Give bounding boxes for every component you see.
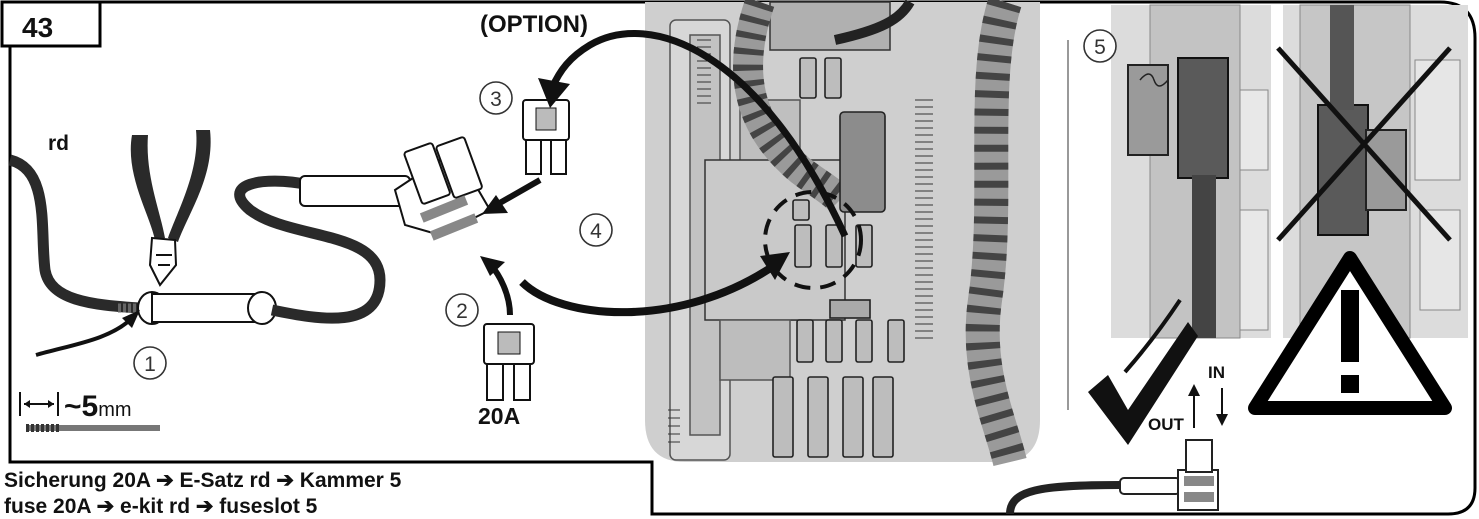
step-5: 5	[1084, 30, 1116, 62]
in-label: IN	[1208, 363, 1225, 382]
pliers-icon	[131, 130, 211, 285]
fuse-tap-holder	[300, 136, 490, 240]
butt-connector	[138, 292, 276, 324]
arrow-fuse3-into-holder	[482, 180, 540, 214]
instruction-en: fuse 20A ➔ e-kit rd ➔ fuseslot 5	[4, 496, 317, 518]
blade-fuse-option	[523, 100, 569, 174]
fuse-rating-label: 20A	[478, 403, 520, 429]
strip-length-label: ~5mm	[64, 390, 132, 423]
correct-orientation-panel	[1111, 5, 1271, 338]
wire-color-label: rd	[48, 132, 69, 155]
step-4: 4	[580, 214, 612, 246]
step-number: 43	[22, 12, 53, 43]
instruction-de: Sicherung 20A ➔ E-Satz rd ➔ Kammer 5	[4, 470, 401, 492]
step-2: 2	[446, 294, 478, 326]
option-label: (OPTION)	[480, 11, 588, 38]
step-3-number: 3	[490, 88, 502, 111]
step-1-number: 1	[144, 353, 156, 376]
blade-fuse-20a	[484, 324, 534, 400]
step-3: 3	[480, 82, 512, 114]
step-5-number: 5	[1094, 36, 1106, 59]
out-label: OUT	[1148, 415, 1185, 434]
step-4-number: 4	[590, 220, 602, 243]
arrow-fuse2-into-holder	[480, 256, 510, 315]
red-cable	[10, 160, 140, 308]
step-2-number: 2	[456, 300, 468, 323]
arrow-crimp-pointer	[36, 310, 140, 355]
step-1: 1	[134, 347, 166, 379]
